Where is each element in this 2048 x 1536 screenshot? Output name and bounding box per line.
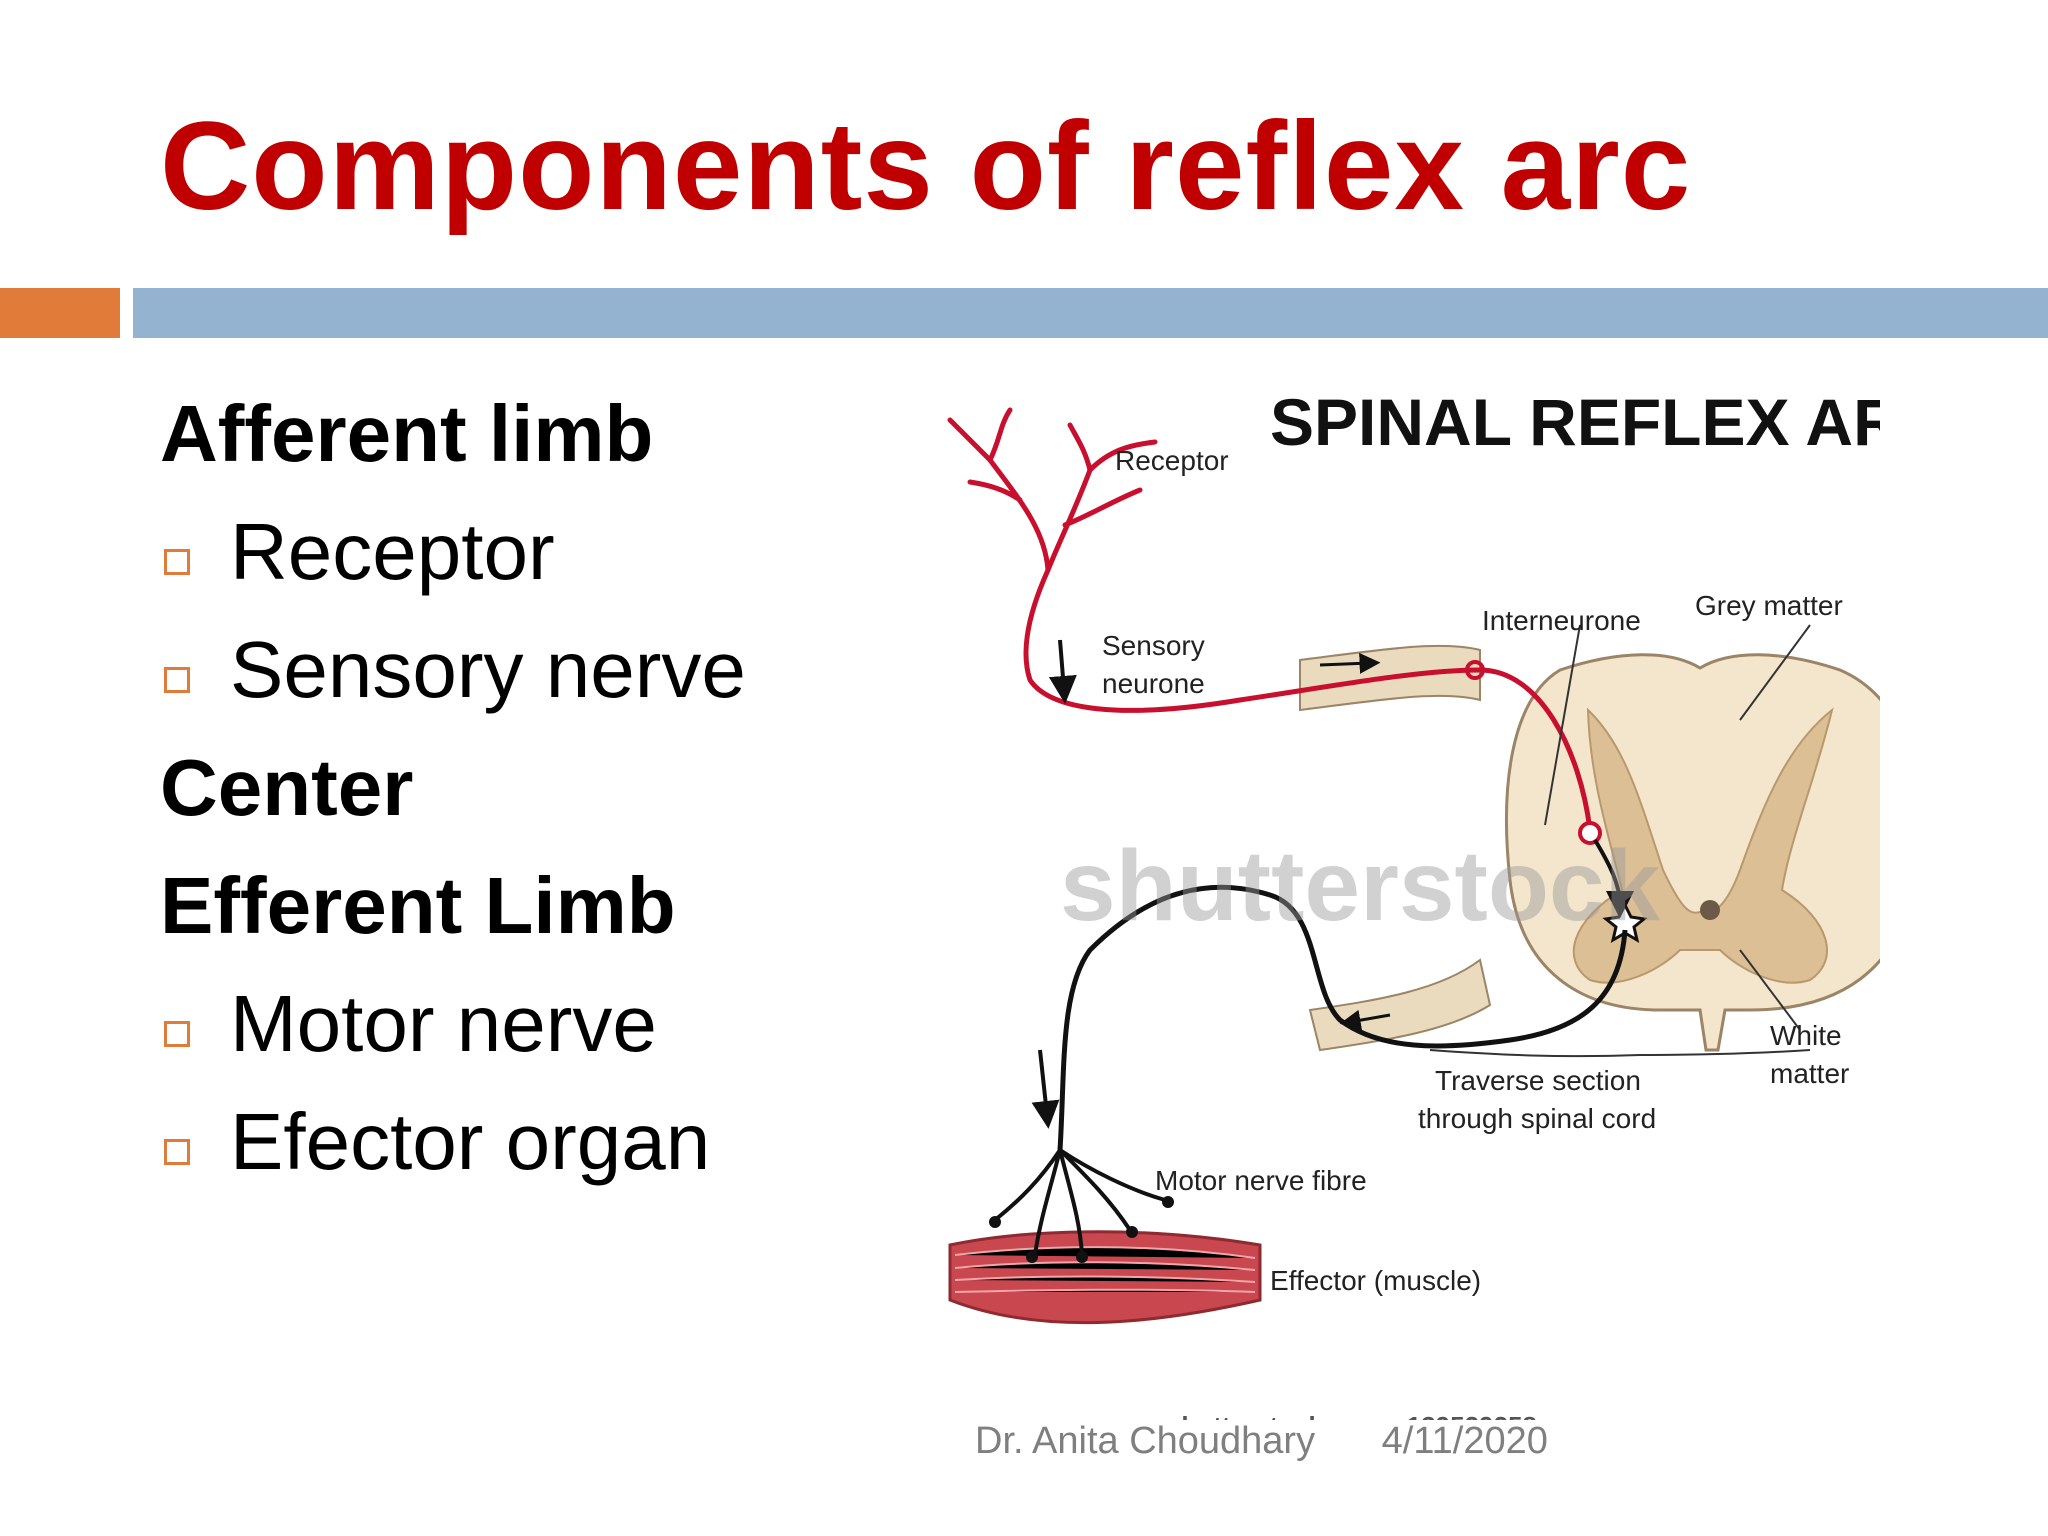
label-white-1: White [1770,1020,1842,1051]
bullet-sensory-nerve: Sensory nerve [160,611,860,729]
grey-matter-shape [1572,707,1834,984]
label-section-2: through spinal cord [1418,1103,1656,1134]
central-canal [1700,900,1720,920]
square-bullet-icon [164,667,190,693]
label-receptor: Receptor [1115,445,1229,476]
bullet-receptor-text: Receptor [230,507,555,596]
heading-center: Center [160,743,414,832]
bullet-sensory-nerve-text: Sensory nerve [230,625,746,714]
receptor-dendrites [947,407,1158,573]
interneurone-fibre [1593,838,1634,919]
bullet-motor-nerve: Motor nerve [160,965,860,1083]
label-section-1: Traverse section [1435,1065,1641,1096]
ventral-root-shape [1308,958,1492,1052]
label-sensory-2: neurone [1102,668,1205,699]
heading-efferent-limb: Efferent Limb [160,861,676,950]
muscle-fibers [954,1246,1256,1293]
sensory-direction-arrow [1048,639,1077,704]
sensory-cell-body [1465,660,1485,680]
slide-title: Components of reflex arc [160,97,1692,236]
label-sensory-1: Sensory [1102,630,1205,661]
bullet-list: Afferent limb Receptor Sensory nerve Cen… [160,375,860,1201]
motor-end-plates [993,1148,1166,1256]
spinal-reflex-arc-figure: SPINAL REFLEX ARC [820,350,1948,1441]
figure-title: SPINAL REFLEX ARC [1270,385,1880,459]
interneurone-synapse [1578,821,1602,845]
square-bullet-icon [164,1139,190,1165]
label-grey-matter: Grey matter [1695,590,1843,621]
bullet-effector-organ-text: Efector organ [230,1097,711,1186]
footer-date: 4/11/2020 [1381,1420,1548,1462]
accent-bar-blue [133,288,2048,338]
slide-footer: Dr. Anita Choudhary 4/11/2020 [975,1420,1604,1463]
label-effector: Effector (muscle) [1270,1265,1481,1296]
ventral-root-arrow [1339,1009,1391,1031]
spinal-reflex-arc-diagram: SPINAL REFLEX ARC [947,385,1948,1441]
dorsal-root-arrow [1319,652,1381,674]
label-motor-fibre: Motor nerve fibre [1155,1165,1367,1196]
bullet-effector-organ: Efector organ [160,1083,860,1201]
bullet-motor-nerve-text: Motor nerve [230,979,657,1068]
footer-author: Dr. Anita Choudhary [975,1420,1316,1462]
watermark-text: shutterstock [1060,830,1661,942]
bullet-receptor: Receptor [160,493,860,611]
motor-end-dots [989,1196,1174,1263]
motor-direction-arrow [1031,1049,1060,1129]
label-interneurone: Interneurone [1482,605,1641,636]
motor-nerve-fibre [1057,884,1628,1151]
label-leader-lines [1429,624,1811,1058]
stock-url-text: www.shutterstock.com · 139529258 [1099,1411,1537,1420]
label-white-2: matter [1770,1058,1849,1089]
square-bullet-icon [164,1021,190,1047]
sensory-neurone-fibre [1023,568,1593,831]
square-bullet-icon [164,549,190,575]
accent-bar-orange [0,288,120,338]
heading-afferent-limb: Afferent limb [160,389,654,478]
